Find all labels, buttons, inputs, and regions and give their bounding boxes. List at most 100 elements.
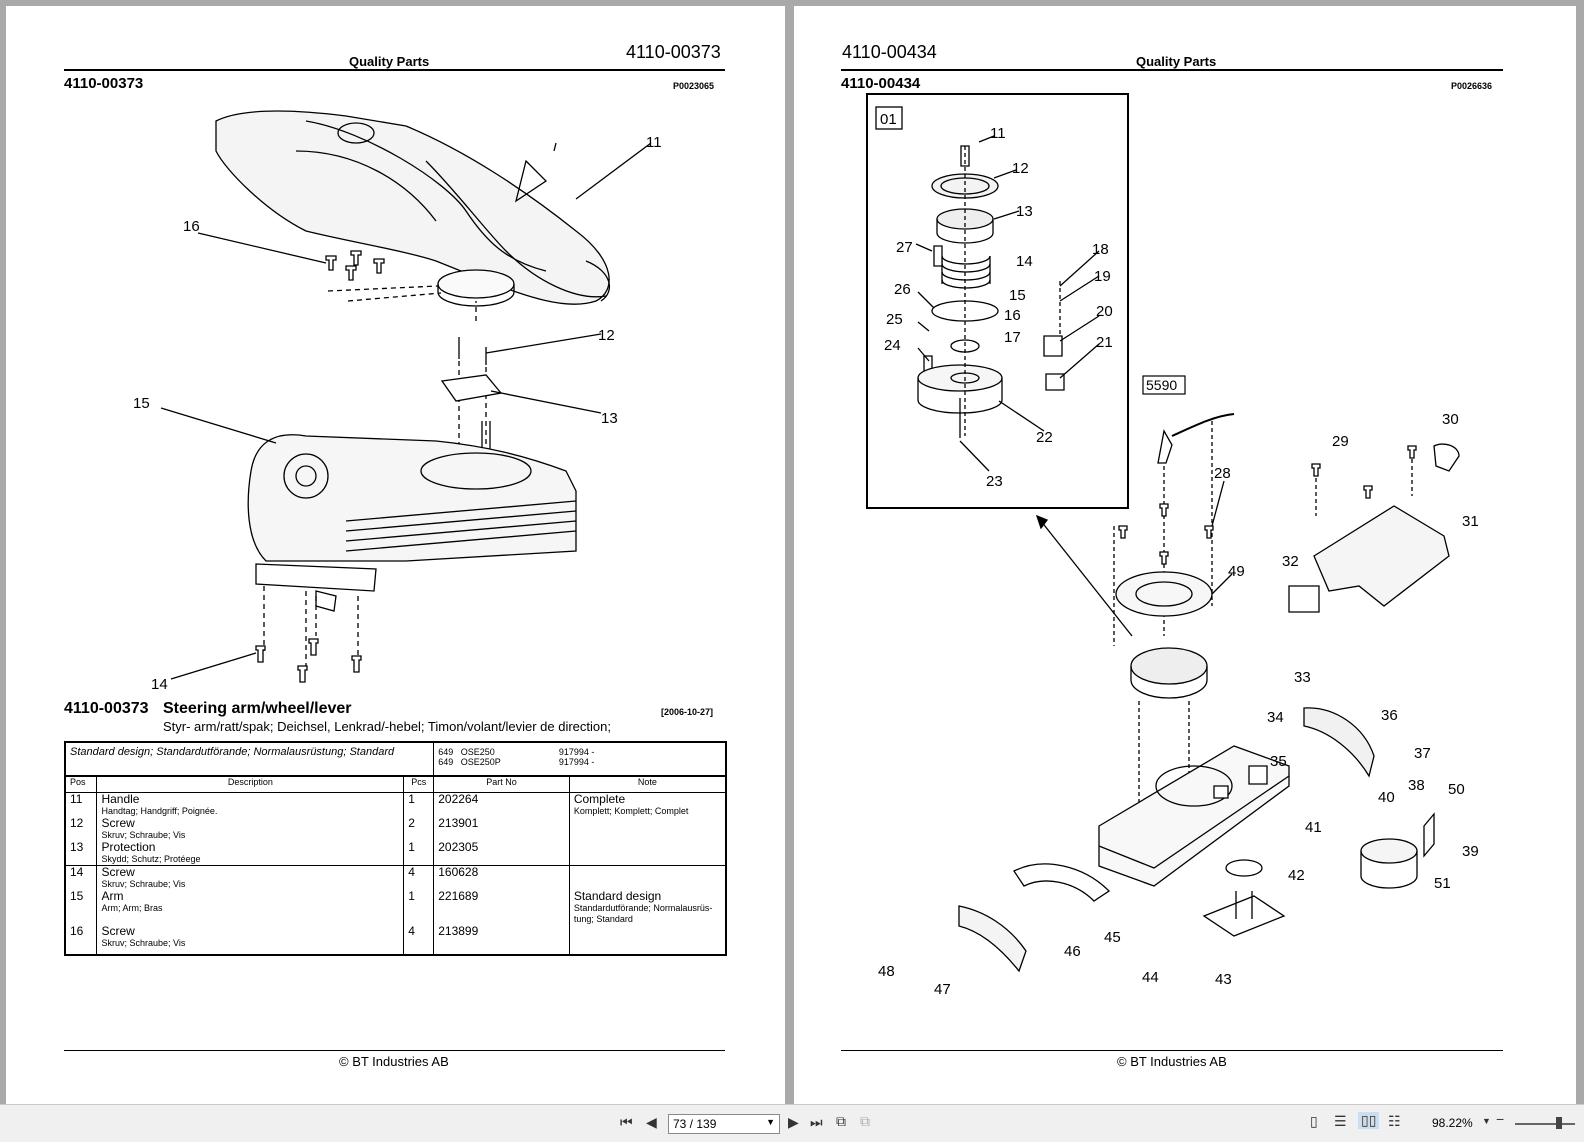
callout-24: 24 [884,337,901,354]
callout-20: 20 [1096,303,1113,320]
parts-title: Steering arm/wheel/lever [163,700,352,717]
callout-39: 39 [1462,843,1479,860]
col-partno: Part No [433,776,570,793]
callout-48: 48 [878,963,895,980]
callout-21: 21 [1096,334,1113,351]
callout-38: 38 [1408,777,1425,794]
callout-51: 51 [1434,875,1451,892]
zoom-level: 98.22% [1432,1116,1473,1130]
single-page-icon[interactable]: ▯ [1310,1113,1318,1129]
col-note: Note [568,776,726,793]
continuous-page-icon[interactable]: ☰ [1334,1113,1347,1129]
pdf-toolbar: ⏮ ◀ 73 / 139 ▼ ▶ ⏭ ⧉ ⧉ ▯ ☰ ▯▯ ☷ 98.22% ▼… [0,1104,1584,1142]
callout-11: 11 [990,125,1006,142]
table-header: Pos Description Pcs Part No Note [65,776,726,793]
zoom-slider-thumb[interactable] [1556,1117,1562,1129]
callout-32: 32 [1282,553,1299,570]
rotate-icon[interactable]: ⧉ [836,1113,846,1129]
header-code: 4110-00434 [842,42,937,62]
callout-12: 12 [1012,160,1029,177]
header-title: Quality Parts [349,54,430,69]
page-indicator: 73 / 139 [673,1117,717,1131]
parts-table: Standard design; Standardutförande; Norm… [64,741,727,956]
zoom-out-icon[interactable]: − [1496,1111,1505,1127]
callout-41: 41 [1305,819,1322,836]
callout-14: 14 [151,676,168,693]
callout-22: 22 [1036,429,1053,446]
parts-date: [2006-10-27] [661,707,714,717]
section-code: 4110-00373 [64,75,144,92]
callout-15: 15 [133,395,150,412]
inset-label: 01 [880,111,897,128]
header-code: 4110-00373 [626,42,721,62]
callout-23: 23 [986,473,1003,490]
callout-42: 42 [1288,867,1305,884]
callout-17: 17 [1004,329,1021,346]
callout-40: 40 [1378,789,1395,806]
col-description: Description [96,776,404,793]
callout-45: 45 [1104,929,1121,946]
footer-rule [841,1050,1503,1051]
next-page-icon[interactable]: ▶ [788,1114,799,1130]
footer-rule [64,1050,725,1051]
box-label-5590: 5590 [1146,377,1177,393]
callout-35: 35 [1270,753,1287,770]
col-pos: Pos [65,776,97,793]
callout-28: 28 [1214,465,1231,482]
callout-13: 13 [1016,203,1033,220]
illustration-id: P0026636 [1451,81,1493,91]
callout-26: 26 [894,281,911,298]
callout-12: 12 [598,327,615,344]
callout-37: 37 [1414,745,1431,762]
last-page-icon[interactable]: ⏭ [810,1114,823,1130]
callout-34: 34 [1267,709,1284,726]
callout-47: 47 [934,981,951,998]
callout-33: 33 [1294,669,1311,686]
callout-31: 31 [1462,513,1479,530]
header-rule [64,69,725,71]
zoom-dropdown-icon[interactable]: ▼ [1482,1116,1491,1126]
page-dropdown-icon[interactable]: ▼ [766,1117,775,1127]
callout-11: 11 [646,134,662,151]
illustration-id: P0023065 [673,81,715,91]
col-pcs: Pcs [403,776,434,793]
parts-subtitle: Styr- arm/ratt/spak; Deichsel, Lenkrad/-… [163,719,611,734]
steering-unit-exploded-drawing: 01 5590 11121314151617181920212223242526… [866,93,1479,998]
callout-25: 25 [886,311,903,328]
two-page-icon[interactable]: ▯▯ [1358,1112,1380,1129]
header-rule [841,69,1503,71]
design-label: Standard design; Standardutförande; Norm… [70,746,395,758]
callout-14: 14 [1016,253,1033,270]
callout-43: 43 [1215,971,1232,988]
callout-18: 18 [1092,241,1109,258]
zoom-slider[interactable] [1515,1123,1575,1125]
callout-46: 46 [1064,943,1081,960]
copy-icon[interactable]: ⧉ [860,1113,870,1129]
callout-44: 44 [1142,969,1159,986]
first-page-icon[interactable]: ⏮ [620,1114,633,1130]
page-number-input[interactable]: 73 / 139 ▼ [668,1114,780,1134]
callout-30: 30 [1442,411,1459,428]
steering-arm-exploded-drawing: 11 16 12 13 15 14 [133,110,662,693]
footer-copyright: © BT Industries AB [1117,1054,1227,1069]
page-left: Quality Parts 4110-00373 4110-00373 P002… [6,6,785,1104]
callout-16: 16 [183,218,200,235]
callout-50: 50 [1448,781,1465,798]
callout-27: 27 [896,239,913,256]
prev-page-icon[interactable]: ◀ [646,1114,657,1130]
header-title: Quality Parts [1136,54,1217,69]
callout-19: 19 [1094,268,1111,285]
callout-36: 36 [1381,707,1398,724]
design-row: Standard design; Standardutförande; Norm… [65,742,726,777]
callout-49: 49 [1228,563,1245,580]
callout-13: 13 [601,410,618,427]
callout-29: 29 [1332,433,1349,450]
callout-15: 15 [1009,287,1026,304]
two-page-continuous-icon[interactable]: ☷ [1388,1113,1401,1129]
page-right: 4110-00434 Quality Parts 4110-00434 P002… [794,6,1576,1104]
